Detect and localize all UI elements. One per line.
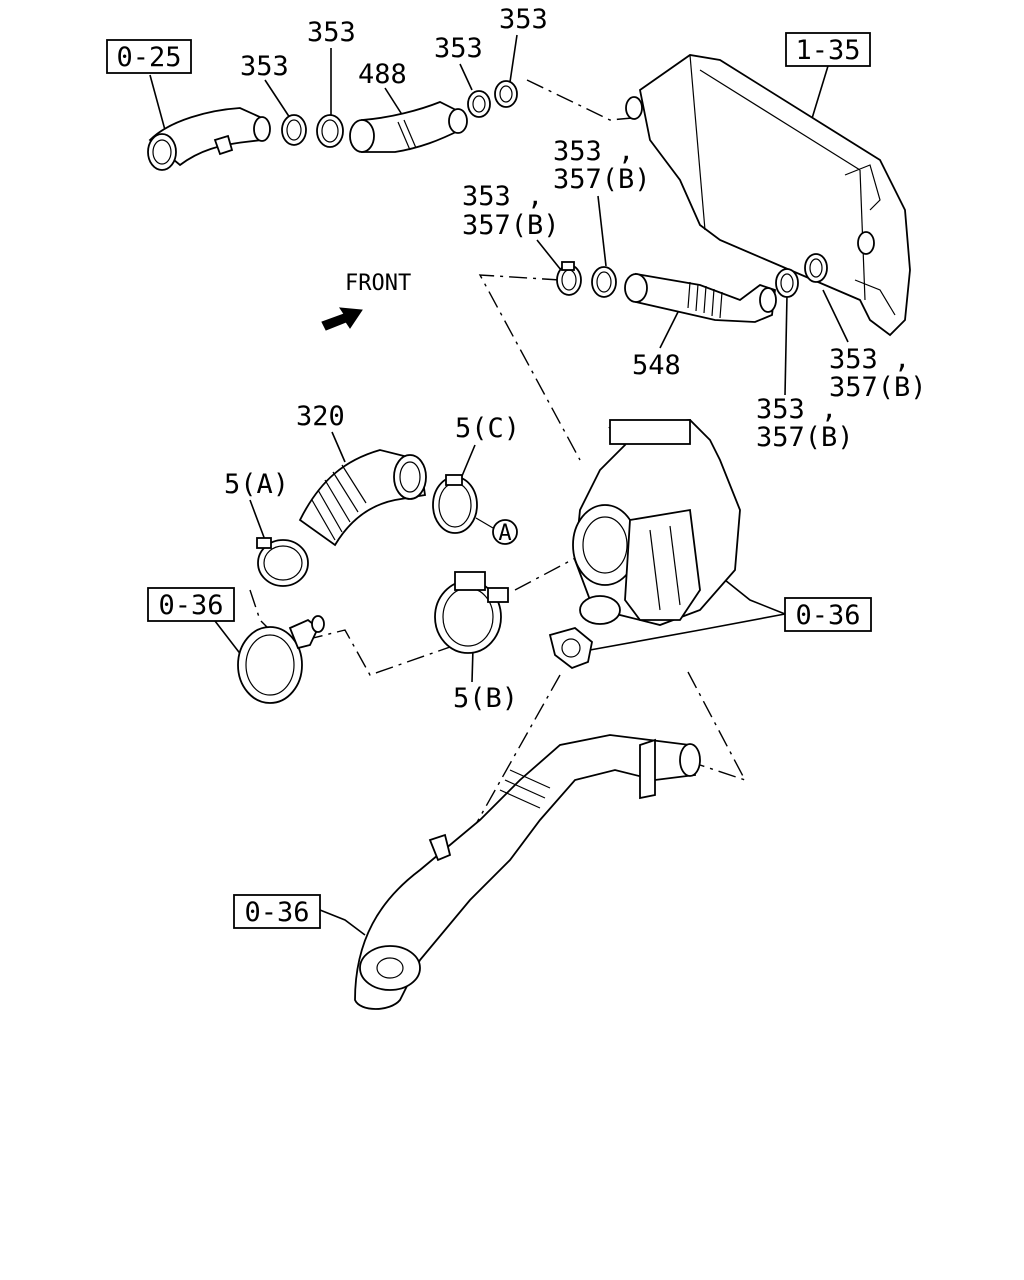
label-488: 488 bbox=[358, 59, 407, 90]
label-353: 353 bbox=[240, 51, 289, 82]
hose-clamp-353-357b[interactable] bbox=[591, 266, 617, 298]
reference-box-0-36-left[interactable]: 0-36 bbox=[147, 587, 235, 622]
hose-548[interactable] bbox=[624, 272, 777, 323]
intercooler-1-35[interactable] bbox=[625, 54, 911, 337]
label-353-357b: 353 , bbox=[462, 181, 543, 212]
label-353-357b: 357(B) bbox=[462, 210, 560, 241]
gasket[interactable] bbox=[548, 627, 593, 670]
label-353: 353 bbox=[499, 4, 548, 35]
label-353: 353 bbox=[434, 33, 483, 64]
label-5b: 5(B) bbox=[453, 683, 518, 714]
label-353-357b: 357(B) bbox=[756, 422, 854, 453]
clamp-5b[interactable] bbox=[434, 571, 509, 654]
hose-488[interactable] bbox=[349, 101, 468, 153]
hose-clamp-353[interactable] bbox=[494, 80, 518, 108]
intake-hose-320[interactable] bbox=[298, 449, 427, 547]
label-5a: 5(A) bbox=[224, 469, 289, 500]
label-353-357b: 353 , bbox=[829, 344, 910, 375]
label-5c: 5(C) bbox=[455, 413, 520, 444]
label-353-357b: 357(B) bbox=[829, 372, 927, 403]
reference-box-0-36-right[interactable]: 0-36 bbox=[784, 597, 872, 632]
clamp-5c[interactable] bbox=[432, 474, 478, 534]
hose-clamp-353[interactable] bbox=[316, 114, 344, 148]
clamp-5a[interactable] bbox=[256, 537, 309, 587]
front-label: FRONT bbox=[345, 271, 411, 296]
label-353-357b: 357(B) bbox=[553, 164, 651, 195]
reference-box-0-25[interactable]: 0-25 bbox=[106, 39, 192, 74]
hose-clamp-353-357b[interactable] bbox=[556, 261, 582, 296]
intake-pipe-0-25[interactable] bbox=[147, 107, 271, 171]
svg-text:0-36: 0-36 bbox=[158, 590, 223, 621]
hose-clamp-353-357b[interactable] bbox=[775, 268, 799, 298]
leader-lines bbox=[149, 34, 849, 936]
svg-text:0-36: 0-36 bbox=[795, 600, 860, 631]
front-arrow-icon bbox=[321, 307, 363, 331]
svg-text:1-35: 1-35 bbox=[795, 35, 860, 66]
svg-text:A: A bbox=[498, 521, 511, 546]
hose-clamp-353[interactable] bbox=[281, 114, 307, 146]
label-353-357b: 353 , bbox=[756, 394, 837, 425]
svg-text:0-25: 0-25 bbox=[116, 42, 181, 73]
label-353-357b: 353 , bbox=[553, 136, 634, 167]
reference-box-0-36-bottom[interactable]: 0-36 bbox=[233, 894, 321, 929]
exhaust-pipe-0-36[interactable] bbox=[354, 734, 701, 1010]
svg-text:0-36: 0-36 bbox=[244, 897, 309, 928]
label-353: 353 bbox=[307, 17, 356, 48]
label-320: 320 bbox=[296, 401, 345, 432]
reference-box-1-35[interactable]: 1-35 bbox=[785, 32, 871, 67]
hose-clamp-353[interactable] bbox=[467, 90, 491, 118]
label-548: 548 bbox=[632, 350, 681, 381]
connection-marker-a[interactable]: A bbox=[475, 517, 518, 546]
part-labels: 353 353 488 353 353 353 , 357(B) 353 , 3… bbox=[224, 4, 927, 714]
hose-clamp-353-357b[interactable] bbox=[804, 253, 828, 283]
air-inlet-pipe-0-36[interactable] bbox=[237, 615, 325, 704]
turbocharger[interactable] bbox=[572, 419, 741, 626]
